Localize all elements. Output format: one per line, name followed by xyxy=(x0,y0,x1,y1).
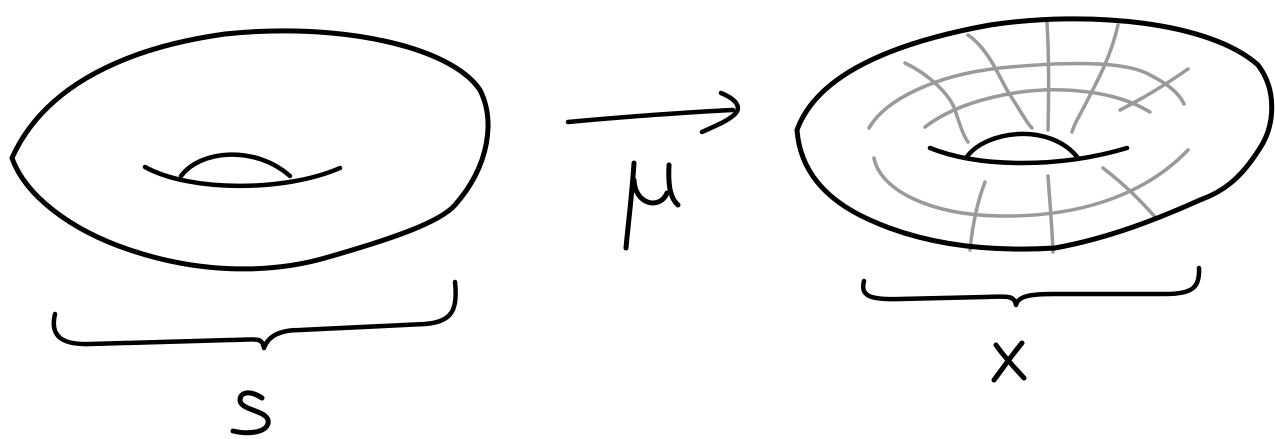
map-arrow-shaft xyxy=(568,110,733,122)
source-torus-hole-upper xyxy=(181,155,290,176)
target-torus xyxy=(797,19,1272,252)
source-torus xyxy=(12,31,488,269)
target-label-glyph xyxy=(994,343,1024,380)
target-brace xyxy=(863,268,1199,305)
source-brace xyxy=(54,282,456,348)
source-label-glyph xyxy=(233,393,268,433)
map-label-glyph xyxy=(626,163,678,248)
target-torus-hole-upper xyxy=(966,134,1078,158)
target-torus-hole-lower xyxy=(930,148,1127,163)
map-arrow xyxy=(568,93,738,132)
target-torus-grid xyxy=(869,22,1188,252)
source-torus-hole-lower xyxy=(145,167,340,186)
map-label: μ xyxy=(650,209,651,211)
source-label: S xyxy=(252,419,253,421)
source-torus-outline xyxy=(12,31,488,269)
